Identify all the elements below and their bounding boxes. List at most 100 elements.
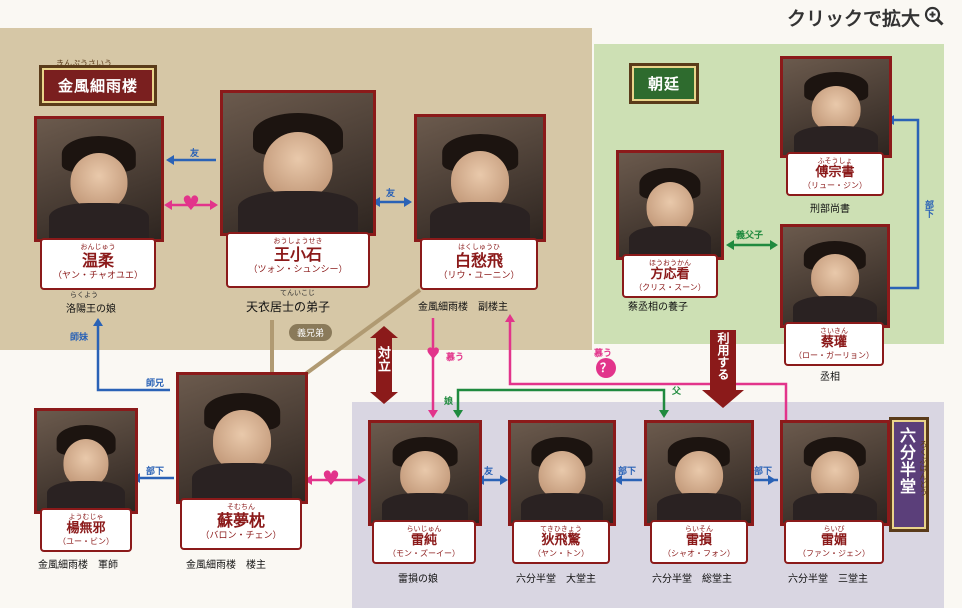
actor-name: （リウ・ユーニン） [438, 271, 520, 281]
caption-ruby: らくよう [70, 291, 98, 299]
char-name: 狄飛驚 [541, 533, 581, 548]
portrait-su[interactable] [176, 372, 308, 504]
jinfeng-label: 金風細雨楼 [42, 68, 155, 103]
question-heart-icon: ？ [596, 358, 616, 378]
actor-name: （ヤン・チャオユエ） [53, 271, 143, 281]
actor-name: （シャオ・フォン） [663, 549, 735, 558]
char-name: 温柔 [81, 251, 114, 270]
namecard-fu[interactable]: ふそうしょ 傅宗書 （リュー・ジン） [786, 152, 884, 196]
actor-name: （バロン・チェン） [200, 531, 282, 541]
rel-daughter: 娘 [444, 397, 454, 407]
rel-admire-leimei: 慕う [594, 349, 613, 359]
ruby: らいそん [685, 525, 713, 533]
caption-cai: 丞相 [820, 372, 840, 383]
caption-ruby: てんいこじ [280, 289, 315, 297]
namecard-leisun[interactable]: らいそん 雷損 （シャオ・フォン） [650, 520, 748, 564]
rel-friend-bai: 友 [386, 189, 396, 199]
portrait-cai[interactable] [780, 224, 890, 328]
portrait-leichun[interactable] [368, 420, 482, 526]
namecard-leimei[interactable]: らいび 雷媚 （ファン・ジェン） [784, 520, 884, 564]
caption-leimei: 六分半堂 三堂主 [788, 574, 868, 585]
rel-father: 父 [672, 387, 682, 397]
actor-name: （ユー・ビン） [58, 537, 114, 546]
court-label: 朝廷 [632, 66, 697, 101]
char-name: 蘇夢枕 [216, 511, 265, 530]
namecard-leichun[interactable]: らいじゅん 雷純 （モン・ズーイー） [372, 520, 476, 564]
char-name: 蔡瓘 [820, 335, 847, 350]
portrait-wen[interactable] [34, 116, 164, 242]
char-name: 傅宗書 [815, 165, 855, 180]
rel-sworn-brothers: 義兄弟 [289, 324, 333, 341]
heart-icon: ♥ [322, 466, 340, 490]
portrait-bai[interactable] [414, 114, 546, 242]
caption-leisun: 六分半堂 総堂主 [652, 574, 732, 585]
char-name: 白愁飛 [454, 251, 503, 270]
actor-name: （ヤン・トン） [533, 549, 589, 558]
rel-subordinate-leimei: 部下 [754, 467, 773, 477]
heart-icon: ♥ [426, 344, 441, 363]
rel-friend-wen: 友 [190, 149, 200, 159]
actor-name: （ファン・ジェン） [798, 549, 870, 558]
zoom-link[interactable]: クリックで拡大 [786, 8, 920, 30]
namecard-yang[interactable]: ようむじゃ 楊無邪 （ユー・ビン） [40, 508, 132, 552]
char-name: 雷損 [685, 533, 712, 548]
namecard-fang[interactable]: ほうおうかん 方応看 （クリス・スーン） [622, 254, 718, 298]
char-name: 方応看 [650, 267, 690, 282]
rel-senior-sister: 師妹 [70, 333, 89, 343]
char-name: 雷媚 [820, 533, 847, 548]
actor-name: （ロー・ガーリョン） [794, 351, 874, 360]
ruby: おんじゅう [80, 243, 116, 251]
caption-di: 六分半堂 大堂主 [516, 574, 596, 585]
caption-fu: 刑部尚書 [810, 204, 850, 215]
namecard-su[interactable]: そむちん 蘇夢枕 （バロン・チェン） [180, 498, 302, 550]
ruby: さいきん [820, 327, 848, 335]
char-name: 王小石 [273, 245, 322, 264]
caption-fang: 蔡丞相の養子 [628, 302, 688, 313]
liufen-label: 六分半堂 [892, 420, 926, 529]
rel-subordinate-cai: 部下 [923, 200, 933, 218]
namecard-bai[interactable]: はくしゅうひ 白愁飛 （リウ・ユーニン） [420, 238, 538, 290]
caption-wen: 洛陽王の娘 [66, 304, 116, 315]
portrait-leimei[interactable] [780, 420, 890, 526]
rel-friend-di: 友 [484, 467, 494, 477]
ruby: らいじゅん [406, 525, 442, 533]
portrait-fu[interactable] [780, 56, 892, 158]
portrait-fang[interactable] [616, 150, 724, 260]
portrait-yang[interactable] [34, 408, 138, 514]
rel-oppose-badge: 対立 [375, 346, 390, 372]
liufen-ruby: ろくぶはんどう [919, 440, 928, 496]
rel-exploit-badge: 利用する [716, 332, 730, 380]
caption-yang: 金風細雨楼 軍師 [38, 560, 118, 571]
char-name: 雷純 [410, 533, 437, 548]
heart-icon: ♥ [182, 191, 200, 215]
ruby: ほうおうかん [649, 259, 691, 267]
ruby: ようむじゃ [68, 513, 104, 521]
rel-senior-brother: 師兄 [146, 379, 165, 389]
caption-wang: 天衣居士の弟子 [246, 300, 331, 314]
ruby: はくしゅうひ [458, 243, 500, 251]
caption-su: 金風細雨楼 楼主 [186, 560, 266, 571]
actor-name: （リュー・ジン） [803, 181, 867, 190]
ruby: らいび [823, 525, 845, 533]
rel-admire-bai: 慕う [446, 353, 465, 363]
rel-subordinate-di: 部下 [618, 467, 637, 477]
namecard-wen[interactable]: おんじゅう 温柔 （ヤン・チャオユエ） [40, 238, 156, 290]
char-name: 楊無邪 [66, 521, 106, 536]
caption-leichun: 雷損の娘 [398, 574, 438, 585]
actor-name: （ツォン・シュンシー） [248, 265, 348, 275]
portrait-leisun[interactable] [644, 420, 754, 526]
actor-name: （モン・ズーイー） [388, 549, 460, 558]
namecard-di[interactable]: てきひきょう 狄飛驚 （ヤン・トン） [512, 520, 610, 564]
zoom-in-icon[interactable] [924, 6, 944, 26]
caption-bai: 金風細雨楼 副楼主 [418, 302, 508, 313]
jinfeng-ruby: きんぷうさいう [56, 59, 112, 68]
namecard-wang[interactable]: おうしょうせき 王小石 （ツォン・シュンシー） [226, 232, 370, 288]
rel-subordinate-yang: 部下 [146, 467, 165, 477]
ruby: てきひきょう [540, 525, 582, 533]
portrait-di[interactable] [508, 420, 616, 526]
namecard-cai[interactable]: さいきん 蔡瓘 （ロー・ガーリョン） [784, 322, 884, 366]
portrait-wang[interactable] [220, 90, 376, 236]
ruby: おうしょうせき [273, 237, 323, 245]
ruby: そむちん [227, 503, 255, 511]
